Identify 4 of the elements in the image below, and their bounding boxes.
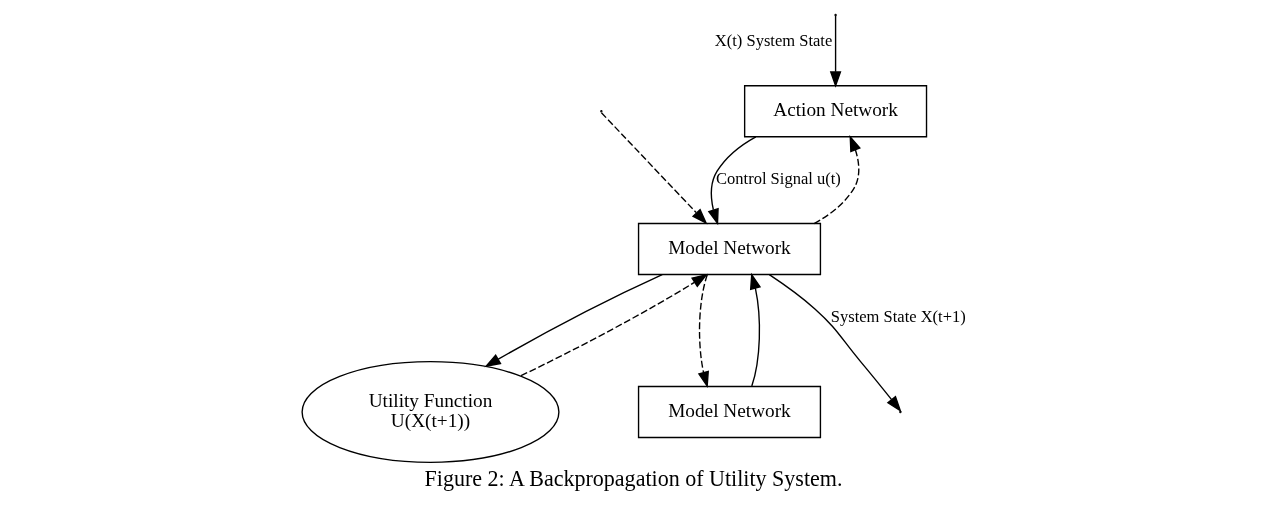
edge-label: Control Signal u(t): [715, 168, 841, 188]
edge-label: X(t) System State: [714, 30, 832, 50]
caption: Figure 2: A Backpropagation of Utility System.: [424, 465, 842, 491]
edge-label: System State X(t+1): [830, 306, 966, 326]
